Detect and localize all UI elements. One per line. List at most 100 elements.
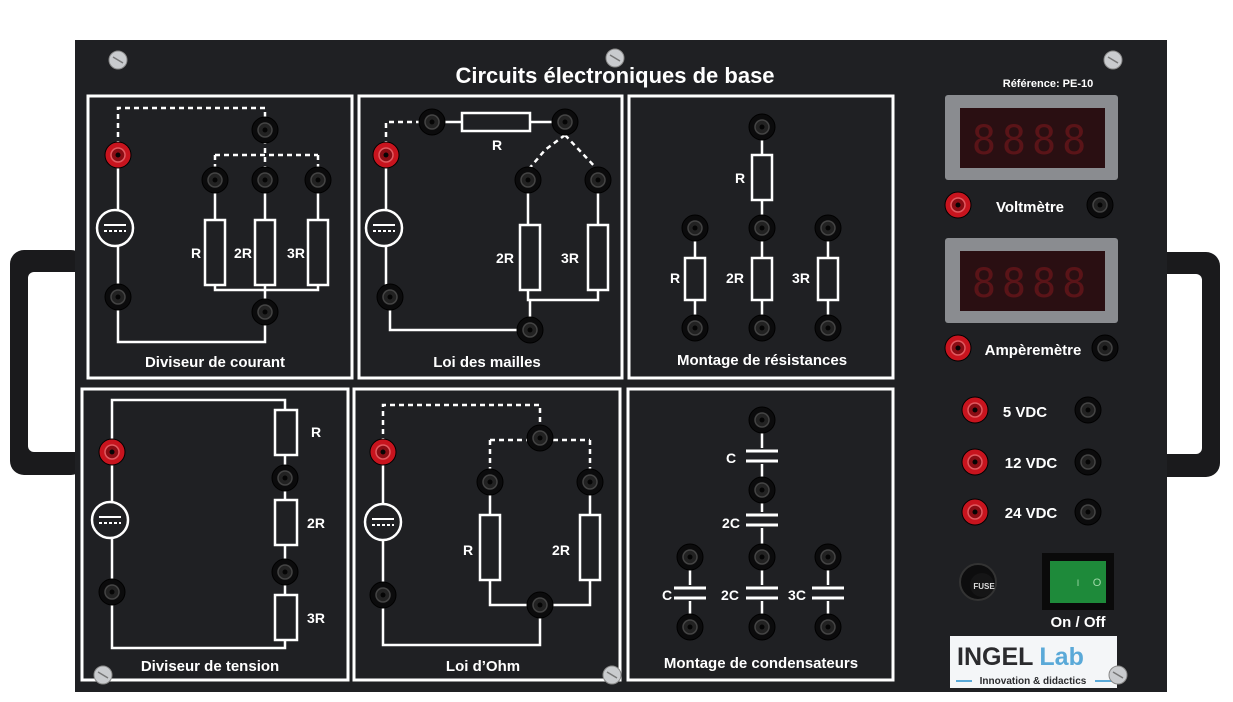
component-label: 2R: [307, 515, 325, 531]
black-jack[interactable]: [1074, 498, 1102, 526]
black-jack[interactable]: [304, 166, 332, 194]
screw-icon: [602, 665, 622, 685]
black-jack[interactable]: [681, 314, 709, 342]
black-jack[interactable]: [1091, 334, 1119, 362]
fuse-label: FUSE: [973, 582, 995, 591]
black-jack[interactable]: [814, 314, 842, 342]
black-jack[interactable]: [748, 476, 776, 504]
black-jack[interactable]: [516, 316, 544, 344]
module-title: Diviseur de courant: [145, 354, 285, 371]
black-jack[interactable]: [681, 214, 709, 242]
black-jack[interactable]: [251, 116, 279, 144]
resistor-symbol: [578, 513, 602, 582]
black-jack[interactable]: [814, 214, 842, 242]
component-label: 2C: [722, 515, 740, 531]
red-jack[interactable]: [944, 191, 972, 219]
supply-24vdc-label: 24 VDC: [1005, 505, 1058, 522]
component-label: C: [726, 450, 736, 466]
dc-source-symbol: [95, 208, 135, 248]
black-jack[interactable]: [748, 406, 776, 434]
switch-off-symbol: O: [1093, 577, 1102, 589]
black-jack[interactable]: [1086, 191, 1114, 219]
black-jack[interactable]: [418, 108, 446, 136]
resistor-symbol: [460, 111, 532, 133]
black-jack[interactable]: [476, 468, 504, 496]
red-jack[interactable]: [372, 141, 400, 169]
black-jack[interactable]: [748, 543, 776, 571]
svg-text:8888: 8888: [972, 118, 1092, 164]
voltmeter-display: 8888: [945, 95, 1118, 180]
black-jack[interactable]: [201, 166, 229, 194]
red-jack[interactable]: [98, 438, 126, 466]
module-box-capacitor-assembly: [626, 387, 895, 682]
capacitor-symbol: [746, 448, 778, 464]
resistor-symbol: [273, 593, 299, 642]
red-jack[interactable]: [369, 438, 397, 466]
red-jack[interactable]: [961, 448, 989, 476]
wire: [381, 403, 542, 452]
black-jack[interactable]: [676, 543, 704, 571]
black-jack[interactable]: [748, 214, 776, 242]
black-jack[interactable]: [748, 613, 776, 641]
component-label: R: [191, 245, 201, 261]
dc-source-symbol: [90, 500, 130, 540]
module-title: Loi des mailles: [433, 354, 541, 371]
component-label: 3R: [792, 270, 810, 286]
wire: [116, 106, 267, 155]
power-switch[interactable]: I O: [1042, 553, 1114, 610]
red-jack[interactable]: [961, 396, 989, 424]
reference-label: Référence: PE-10: [1003, 78, 1094, 90]
module-title: Diviseur de tension: [141, 658, 279, 675]
black-jack[interactable]: [98, 578, 126, 606]
dc-source-symbol: [363, 502, 403, 542]
black-jack[interactable]: [676, 613, 704, 641]
black-jack[interactable]: [814, 543, 842, 571]
module-box-resistor-assembly: [627, 94, 895, 380]
black-jack[interactable]: [748, 113, 776, 141]
black-jack[interactable]: [271, 558, 299, 586]
black-jack[interactable]: [376, 283, 404, 311]
screw-icon: [93, 665, 113, 685]
power-switch-label: On / Off: [1051, 614, 1107, 631]
black-jack[interactable]: [104, 283, 132, 311]
ammeter-display: 8888: [945, 238, 1118, 323]
capacitor-symbol: [746, 512, 778, 528]
black-jack[interactable]: [814, 613, 842, 641]
supply-12vdc-label: 12 VDC: [1005, 455, 1058, 472]
black-jack[interactable]: [584, 166, 612, 194]
red-jack[interactable]: [944, 334, 972, 362]
black-jack[interactable]: [514, 166, 542, 194]
resistor-symbol: [306, 218, 330, 287]
component-label: R: [492, 137, 502, 153]
component-label: R: [463, 542, 473, 558]
module-title: Montage de condensateurs: [664, 655, 858, 672]
black-jack[interactable]: [251, 298, 279, 326]
dc-source-symbol: [364, 208, 404, 248]
fuse-holder[interactable]: FUSE: [959, 563, 997, 601]
component-label: C: [662, 587, 672, 603]
black-jack[interactable]: [748, 314, 776, 342]
supply-5vdc-label: 5 VDC: [1003, 404, 1047, 421]
module-box-current-divider: [86, 94, 354, 380]
black-jack[interactable]: [1074, 448, 1102, 476]
black-jack[interactable]: [251, 166, 279, 194]
screw-icon: [605, 48, 625, 68]
wire: [527, 134, 599, 171]
ammeter-label: Ampèremètre: [985, 342, 1082, 359]
capacitor-symbol: [674, 585, 706, 601]
component-label: 3R: [287, 245, 305, 261]
black-jack[interactable]: [271, 464, 299, 492]
black-jack[interactable]: [369, 581, 397, 609]
black-jack[interactable]: [551, 108, 579, 136]
voltmeter-label: Voltmètre: [996, 199, 1064, 216]
black-jack[interactable]: [576, 468, 604, 496]
component-label: 2R: [552, 542, 570, 558]
black-jack[interactable]: [526, 591, 554, 619]
red-jack[interactable]: [961, 498, 989, 526]
resistor-symbol: [750, 256, 774, 302]
red-jack[interactable]: [104, 141, 132, 169]
black-jack[interactable]: [526, 424, 554, 452]
black-jack[interactable]: [1074, 396, 1102, 424]
